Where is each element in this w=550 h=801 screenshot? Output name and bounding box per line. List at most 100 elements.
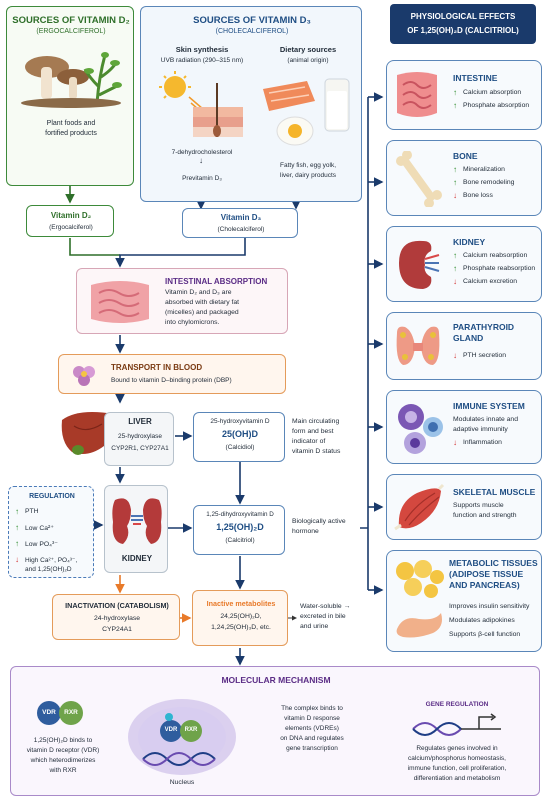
diet-title: Dietary sources — [279, 45, 337, 54]
effect-bone-c: Bone loss — [463, 192, 493, 199]
diet-subtitle: (animal origin) — [287, 57, 329, 64]
bone-up-icon-2: ↑ — [453, 178, 457, 187]
metabolites-title: Inactive metabolites — [206, 599, 276, 608]
absorption-line-1: Vitamin D₂ and D₃ are — [165, 289, 232, 296]
effect-metabolic-a: Improves insulin sensitivity — [449, 603, 530, 610]
vitamin-d3-box: Vitamin D₃ (Cholecalciferol) — [182, 208, 298, 238]
liver-title: LIVER — [128, 417, 152, 426]
effect-metabolic-title-3: AND PANCREAS) — [449, 580, 520, 590]
rxr-circle — [59, 701, 83, 725]
d2-source-desc-2: fortified products — [45, 130, 97, 137]
calcitriol-formula: 1,25(OH)₂D — [216, 522, 264, 532]
metabolites-note-3: and urine — [300, 623, 329, 630]
calcidiol-note-2: form and best — [292, 428, 334, 435]
effect-parathyroid-title-2: GLAND — [453, 333, 484, 343]
kidney-up-icon-1: ↑ — [453, 251, 457, 260]
inactivation-title: INACTIVATION (CATABOLISM) — [65, 601, 169, 610]
skin-arrow-down-1: ↓ — [199, 156, 203, 165]
kidney-panel: KIDNEY — [104, 485, 168, 573]
inactivation-enzyme: 24-hydroxylase — [93, 615, 141, 622]
mushroom-plant-icon — [21, 52, 122, 108]
kidney-organ-icon — [399, 240, 440, 289]
effect-immune-a2: adaptive immunity — [453, 426, 508, 433]
molecular-panel: MOLECULAR MECHANISM VDR RXR 1,25(OH)₂D b… — [10, 666, 540, 796]
regulation-title: REGULATION — [29, 493, 75, 500]
kidney-up-icon-2: ↑ — [453, 264, 457, 273]
calcidiol-name: 25-hydroxyvitamin D — [210, 418, 270, 425]
effect-metabolic-title-1: METABOLIC TISSUES — [449, 558, 538, 568]
gene-line-4: differentiation and metabolism — [413, 775, 501, 782]
dna-gene-icon — [412, 713, 501, 736]
vdr-circle — [37, 701, 61, 725]
effect-bone-title: BONE — [453, 151, 478, 161]
effect-kidney-title: KIDNEY — [453, 237, 486, 247]
bind-line-1: 1,25(OH)₂D binds to — [33, 737, 93, 744]
vitamin-d2-alt: (Ergocalciferol) — [49, 224, 93, 231]
effect-bone-b: Bone remodeling — [463, 179, 515, 186]
immune-cells-icon — [398, 404, 443, 454]
metabolites-line-2: 1,24,25(OH)₃D, etc. — [211, 624, 271, 631]
molecular-title: MOLECULAR MECHANISM — [221, 675, 331, 685]
effect-immune-title: IMMUNE SYSTEM — [453, 401, 525, 411]
absorption-line-3: (micelles) and packaged — [165, 309, 239, 316]
effect-intestine-title: INTESTINE — [453, 73, 498, 83]
vdre-line-2: vitamin D response — [284, 715, 340, 722]
calcidiol-box: 25-hydroxyvitamin D 25(OH)D (Calcidiol) — [193, 412, 285, 462]
regulation-item-3: Low PO₄³⁻ — [25, 541, 58, 548]
effect-kidney: KIDNEY ↑ Calcium reabsorption ↑ Phosphat… — [386, 226, 542, 302]
effect-muscle-a2: function and strength — [453, 512, 517, 519]
nucleus-label: Nucleus — [169, 779, 195, 786]
sun-skin-icon — [159, 71, 243, 137]
calcitriol-note-2: hormone — [292, 528, 319, 535]
immune-down-icon: ↓ — [453, 438, 457, 447]
skin-synthesis-title: Skin synthesis — [175, 45, 229, 54]
arrow-d2-merge — [69, 238, 120, 256]
vdr-label: VDR — [42, 709, 56, 716]
metabolites-line-1: 24,25(OH)₂D, — [220, 613, 262, 620]
nucleus-vdr-label: VDR — [164, 727, 178, 733]
kidney-label: KIDNEY — [121, 554, 153, 563]
d3-source-title: SOURCES OF VITAMIN D₃ — [193, 15, 311, 26]
effect-metabolic: METABOLIC TISSUES (ADIPOSE TISSUE AND PA… — [386, 550, 542, 652]
effect-parathyroid-title-1: PARATHYROID — [453, 322, 515, 332]
effect-muscle-a1: Supports muscle — [453, 502, 504, 509]
absorption-panel: INTESTINAL ABSORPTION Vitamin D₂ and D₃ … — [76, 268, 288, 334]
calcidiol-note-4: vitamin D status — [292, 448, 341, 455]
metabolites-note-1: Water-soluble → — [300, 603, 351, 610]
effects-header-line-1: PHYSIOLOGICAL EFFECTS — [410, 12, 516, 21]
gene-regulation-title: GENE REGULATION — [425, 701, 489, 708]
kidney-down-icon: ↓ — [453, 277, 457, 286]
effect-immune-b: Inflammation — [463, 439, 502, 446]
rxr-label: RXR — [64, 709, 78, 716]
regulation-panel: REGULATION ↑ PTH ↑ Low Ca²⁺ ↑ Low PO₄³⁻ … — [8, 486, 94, 578]
effect-bone: BONE ↑ Mineralization ↑ Bone remodeling … — [386, 140, 542, 216]
regulation-item-2: Low Ca²⁺ — [25, 525, 54, 532]
effect-kidney-a: Calcium reabsorption — [463, 252, 528, 259]
transport-desc: Bound to vitamin D–binding protein (DBP) — [111, 377, 232, 384]
intestine-up-icon-1: ↑ — [453, 88, 457, 97]
regulation-down-icon: ↓ — [15, 555, 19, 564]
metabolites-note-2: excreted in bile — [300, 613, 346, 620]
absorption-line-4: into chylomicrons. — [165, 319, 220, 326]
vitamin-d3-name: Vitamin D₃ — [220, 213, 262, 222]
intestine-up-icon-2: ↑ — [453, 101, 457, 110]
arrow-d3-merge — [115, 238, 246, 268]
parathyroid-down-icon: ↓ — [453, 351, 457, 360]
inactivation-panel: INACTIVATION (CATABOLISM) 24-hydroxylase… — [52, 594, 180, 640]
vdre-line-5: gene transcription — [286, 745, 338, 752]
effects-header-line-2: OF 1,25(OH)₂D (CALCITRIOL) — [407, 26, 519, 35]
absorption-title: INTESTINAL ABSORPTION — [165, 277, 268, 286]
bone-down-icon: ↓ — [453, 191, 457, 200]
effect-immune-a1: Modulates innate and — [453, 416, 518, 423]
effect-immune: IMMUNE SYSTEM Modulates innate and adapt… — [386, 390, 542, 464]
dbp-protein-icon — [73, 366, 95, 386]
vitamin-d2-box: Vitamin D₂ (Ergocalciferol) — [26, 205, 114, 237]
transport-panel: TRANSPORT IN BLOOD Bound to vitamin D–bi… — [58, 354, 286, 394]
liver-panel: LIVER 25-hydroxylase CYP2R1, CYP27A1 — [104, 412, 174, 466]
effect-bone-a: Mineralization — [463, 166, 505, 173]
gene-line-1: Regulates genes involved in — [416, 745, 498, 752]
effect-parathyroid: PARATHYROID GLAND ↓ PTH secretion — [386, 312, 542, 380]
regulation-item-1: PTH — [25, 508, 39, 515]
effect-kidney-b: Phosphate reabsorption — [463, 265, 536, 272]
kidney-icon — [112, 498, 162, 544]
